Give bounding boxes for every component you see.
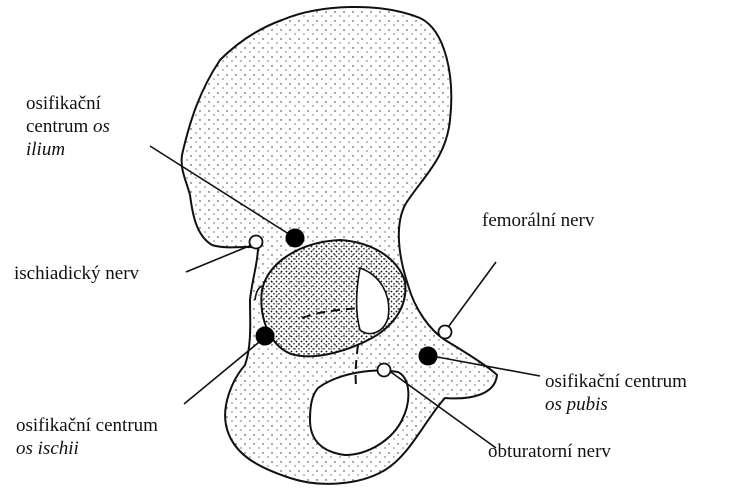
ossification-center-ilium [286,229,305,248]
label-pubis-line1: osifikační centrum [545,370,687,393]
label-ilium-line2-plain: centrum [26,116,88,137]
obturator-nerve-marker [378,364,391,377]
ischiadic-nerve-marker [250,236,263,249]
label-ischii-line1: osifikační centrum [16,414,158,437]
label-ilium-line3: ilium [26,138,110,161]
label-ilium-line2: centrum os [26,115,110,138]
ossification-center-ischii [256,327,275,346]
label-ossification-ischii: osifikační centrum os ischii [16,414,158,460]
label-ossification-pubis: osifikační centrum os pubis [545,370,687,416]
label-ischii-line2: os ischii [16,437,158,460]
leader-ischiadic [186,244,254,272]
label-ilium-line1: osifikační [26,92,110,115]
ossification-center-pubis [419,347,438,366]
label-ossification-ilium: osifikační centrum os ilium [26,92,110,161]
label-femoral-nerve: femorální nerv [482,209,594,232]
label-ischiadic-nerve: ischiadický nerv [14,262,139,285]
femoral-nerve-marker [439,326,452,339]
label-pubis-line2: os pubis [545,393,687,416]
leader-femoral [446,262,496,330]
label-ilium-line2-italic: os [93,116,110,137]
label-obturator-nerve: obturatorní nerv [488,440,611,463]
